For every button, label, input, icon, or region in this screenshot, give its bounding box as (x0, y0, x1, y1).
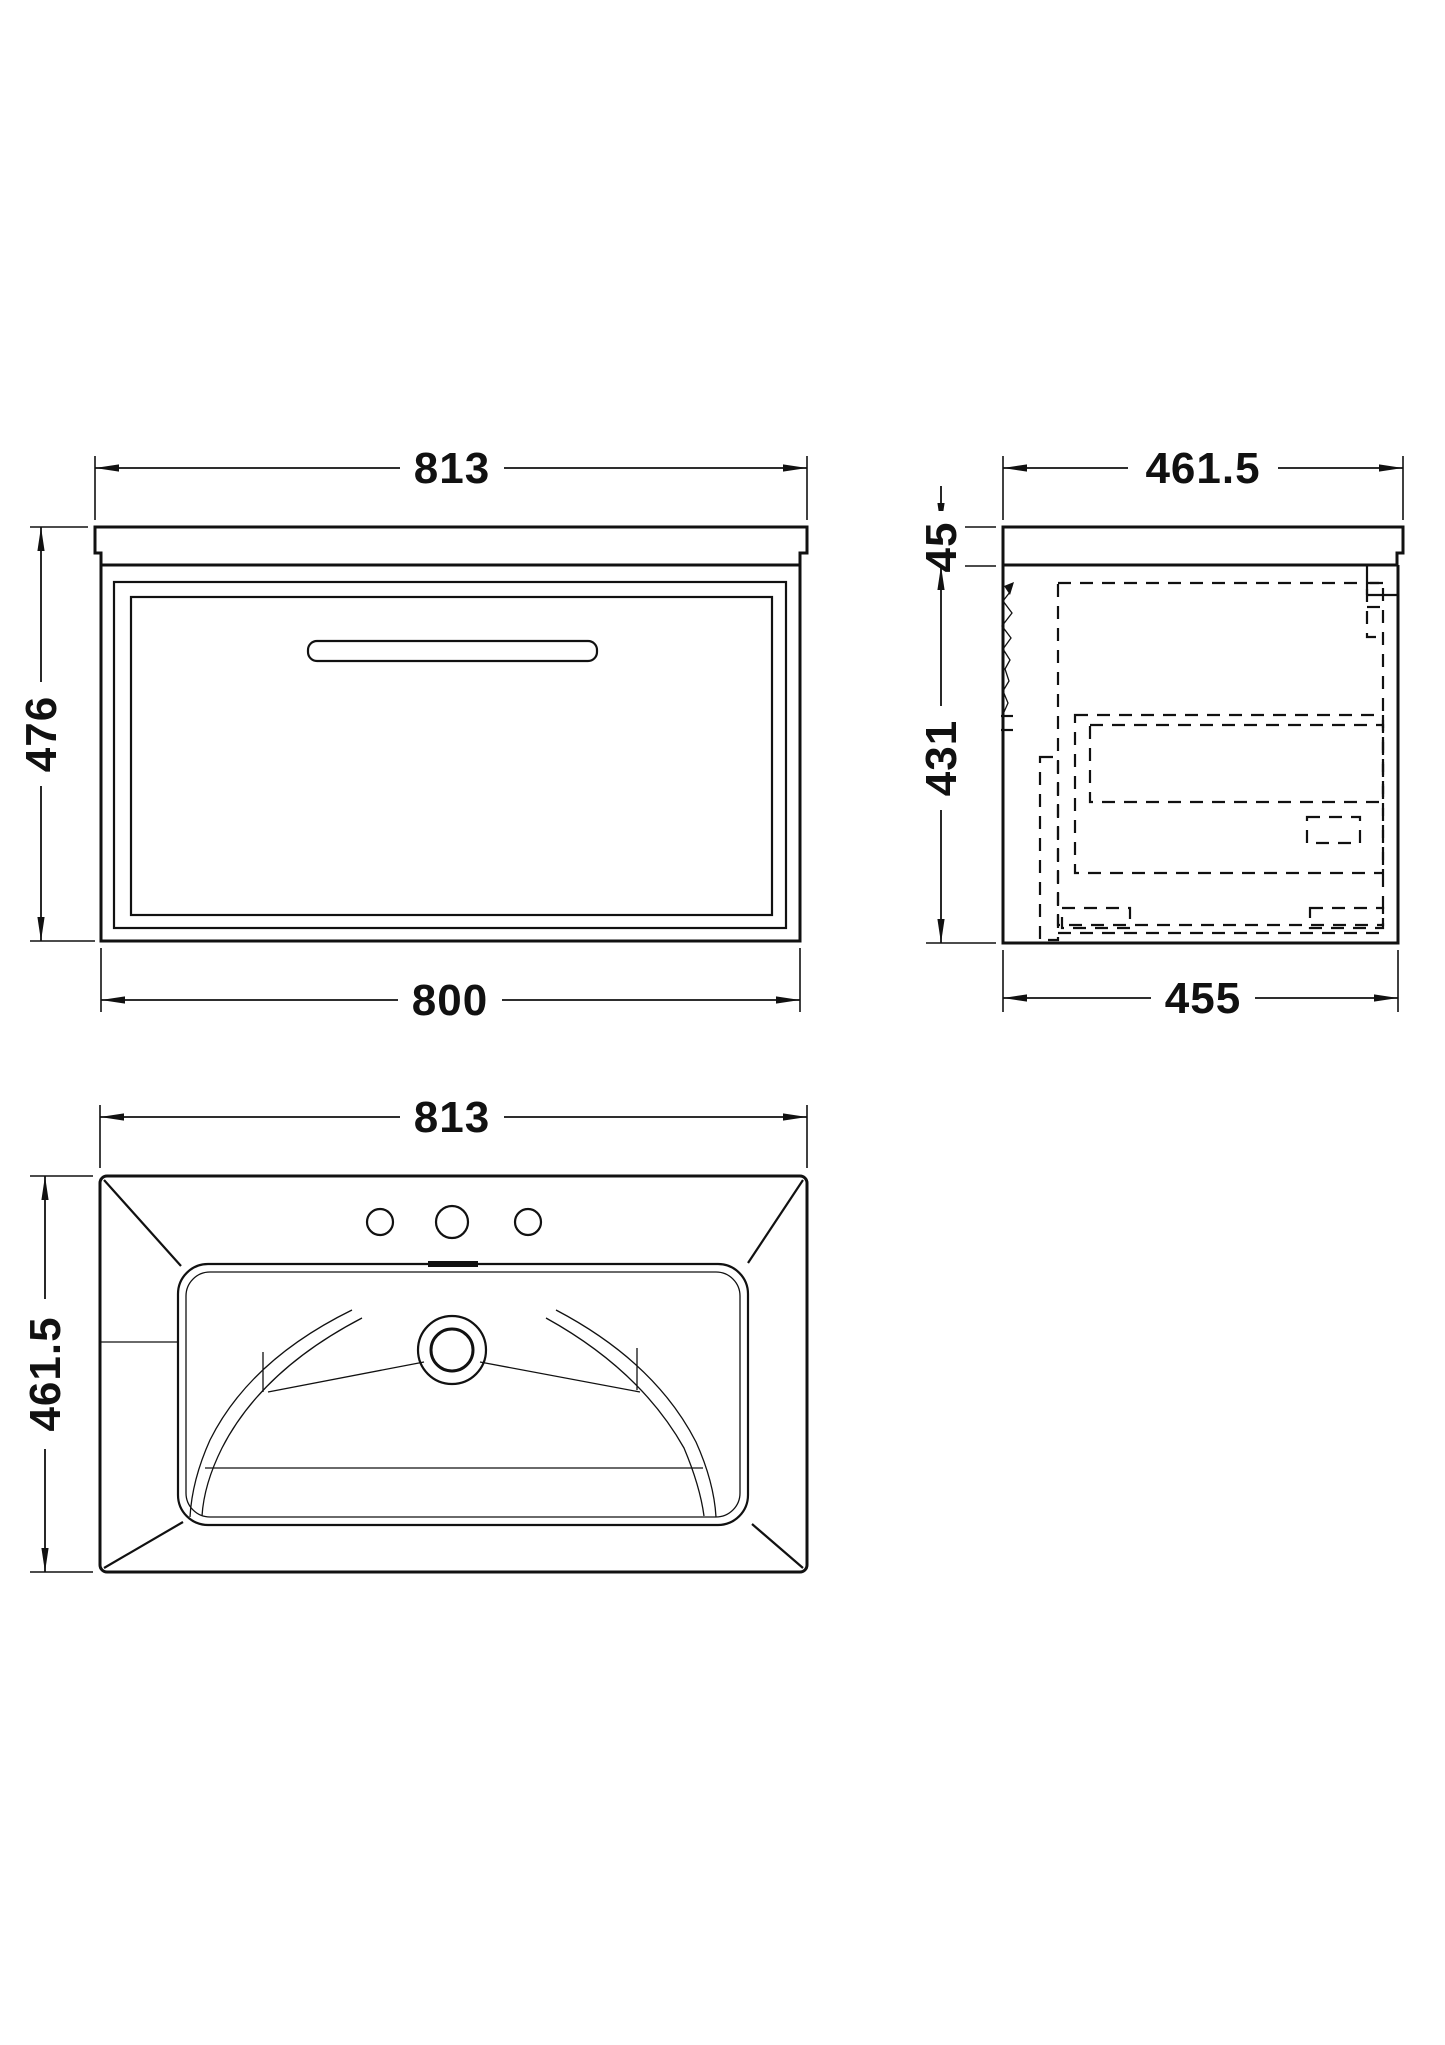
side-drawer-box-dashed (1056, 581, 1385, 927)
dim-side-counter-thickness: 45 (917, 522, 966, 573)
plan-bowl-wall-right (555, 1309, 717, 1518)
label-background (398, 976, 502, 1024)
plan-tap-hole-left (365, 1207, 395, 1237)
front-drawer-handle (306, 639, 599, 663)
front-cabinet-frame (99, 563, 802, 943)
front-dim-width-top: 813 (94, 444, 808, 520)
plan-bowl-crease (479, 1361, 641, 1393)
dim-side-depth-top: 461.5 (1145, 444, 1260, 493)
plan-bowl-rim-outer (176, 1262, 750, 1527)
plan-bowl-rim-inner (185, 1271, 741, 1518)
dim-plan-width-top: 813 (414, 1093, 490, 1142)
dim-front-height-left: 476 (17, 696, 66, 772)
front-cabinet-inner-frame (112, 580, 788, 930)
plan-bowl-wall-right (545, 1317, 705, 1517)
plan-corner-slope (103, 1179, 182, 1267)
dim-front-width-bottom: 800 (412, 976, 488, 1025)
side-view: 461.5 45 431 455 (917, 444, 1405, 1023)
plan-corner-slope (751, 1523, 804, 1569)
plan-dim-width-top: 813 (99, 1093, 808, 1168)
side-drawer-inner-dashed (1073, 713, 1385, 875)
label-background (917, 706, 965, 810)
plan-bowl-crease (267, 1361, 425, 1393)
side-cabinet-outline (1001, 565, 1400, 945)
dim-side-depth-bottom: 455 (1165, 974, 1241, 1023)
plan-waste-hole (429, 1327, 475, 1373)
side-plinth-block-dashed (1060, 906, 1132, 930)
label-background (917, 511, 965, 583)
plan-bowl-wall-left (201, 1317, 363, 1517)
side-fixing-squiggle (1001, 582, 1014, 732)
plan-tap-hole-right (513, 1207, 543, 1237)
squiggle-line (1001, 591, 1013, 713)
label-background (17, 682, 65, 786)
label-background (400, 1093, 504, 1141)
label-background (1151, 974, 1255, 1022)
front-dim-width-bottom: 800 (100, 948, 801, 1025)
dim-plan-depth-left: 461.5 (21, 1316, 70, 1431)
dim-side-cabinet-height: 431 (917, 720, 966, 796)
plan-waste-ring (416, 1314, 488, 1386)
label-background (21, 1299, 69, 1449)
plan-tap-hole-centre (434, 1204, 470, 1240)
label-background (1128, 444, 1278, 492)
plan-corner-slope (747, 1179, 804, 1264)
front-drawer-panel (129, 595, 774, 917)
side-wall-bracket-dashed (1365, 581, 1383, 639)
front-view: 813 476 800 (17, 444, 809, 1025)
plan-bowl-wall-left (189, 1309, 353, 1518)
side-drawer-runner-dashed (1305, 815, 1362, 845)
dim-front-width-top: 813 (414, 444, 490, 493)
side-drawer-inner2-dashed (1088, 723, 1385, 804)
plan-corner-slope (103, 1521, 184, 1569)
side-worktop (1001, 525, 1405, 567)
plan-basin-outline (98, 1174, 809, 1574)
side-plinth-block-dashed (1308, 906, 1385, 930)
side-drawer-front-lower-dashed (1038, 755, 1060, 942)
plan-dim-depth-left: 461.5 (21, 1175, 93, 1573)
plan-view: 813 461.5 (21, 1093, 809, 1574)
side-dim-depth-bottom: 455 (1002, 950, 1399, 1023)
front-dim-height-left: 476 (17, 526, 95, 942)
label-background (400, 444, 504, 492)
squiggle-arrow (1004, 582, 1014, 595)
side-dim-depth-top: 461.5 (1002, 444, 1404, 520)
side-dim-cabinet-height: 431 (917, 566, 996, 944)
front-worktop (93, 525, 809, 567)
side-dim-counter-thickness: 45 (917, 486, 996, 583)
